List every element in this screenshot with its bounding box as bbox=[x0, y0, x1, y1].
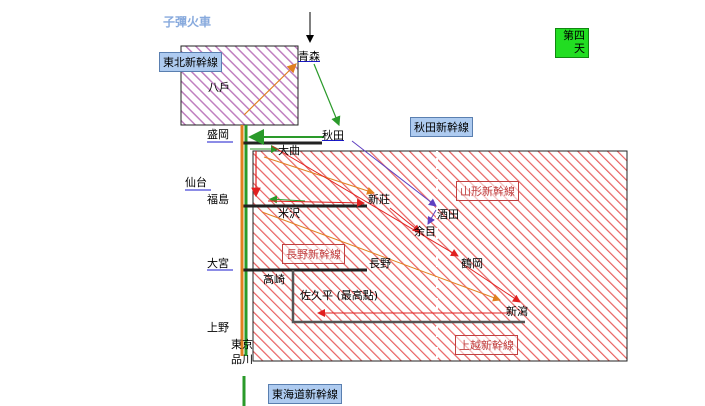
station-nagano: 長野 bbox=[369, 257, 391, 270]
purple-route-amarume bbox=[427, 209, 437, 225]
red-route-fukushima bbox=[267, 198, 365, 207]
station-morioka: 盛岡 bbox=[207, 128, 229, 141]
line-label-tokaido: 東海道新幹線 bbox=[268, 384, 342, 404]
orange-route-aomori bbox=[243, 63, 297, 116]
red-route-niigata bbox=[465, 265, 521, 303]
green-route-akita bbox=[313, 63, 341, 127]
line-label-joetsu: 上越新幹線 bbox=[455, 335, 518, 355]
line-label-nagano: 長野新幹線 bbox=[282, 244, 345, 264]
station-sakudaira: 佐久平 (最高點) bbox=[300, 289, 379, 302]
line-label-yamagata: 山形新幹線 bbox=[456, 181, 519, 201]
red-route-tsuruoka bbox=[271, 145, 459, 257]
station-niigata: 新瀉 bbox=[506, 305, 528, 318]
purple-route-sakata bbox=[351, 140, 437, 207]
station-aomori: 青森 bbox=[298, 50, 320, 63]
station-tsuruoka: 鶴岡 bbox=[461, 257, 483, 270]
station-omiya: 大宮 bbox=[207, 257, 229, 270]
day-badge: 第四 天 bbox=[555, 28, 589, 58]
station-omagari: 大曲 bbox=[278, 144, 300, 157]
station-takasaki: 高崎 bbox=[263, 273, 285, 286]
station-amarume: 余目 bbox=[414, 225, 436, 238]
station-shinagawa: 品川 bbox=[231, 353, 253, 366]
station-hachinohe: 八戶 bbox=[208, 81, 230, 94]
station-yonezawa: 米沢 bbox=[278, 207, 300, 220]
station-sendai: 仙台 bbox=[185, 176, 207, 189]
station-sakata: 酒田 bbox=[437, 208, 459, 221]
green-route-yonezawa bbox=[269, 195, 306, 204]
page-title: 子彈火車 bbox=[163, 15, 212, 29]
station-ueno: 上野 bbox=[207, 321, 229, 334]
station-tokyo: 東京 bbox=[231, 338, 253, 351]
station-akita: 秋田 bbox=[322, 129, 344, 142]
day-badge-line2: 天 bbox=[574, 42, 585, 55]
day-badge-line1: 第四 bbox=[563, 29, 585, 42]
station-fukushima: 福島 bbox=[207, 193, 229, 206]
orange-route-shinjo bbox=[263, 156, 375, 195]
line-label-akita: 秋田新幹線 bbox=[410, 117, 473, 137]
station-shinjo: 新莊 bbox=[368, 193, 390, 206]
orange-route-niigata bbox=[261, 211, 501, 302]
line-label-tohoku: 東北新幹線 bbox=[159, 52, 222, 72]
nagano-branch-line bbox=[291, 270, 525, 324]
red-route-sakata bbox=[389, 207, 421, 233]
